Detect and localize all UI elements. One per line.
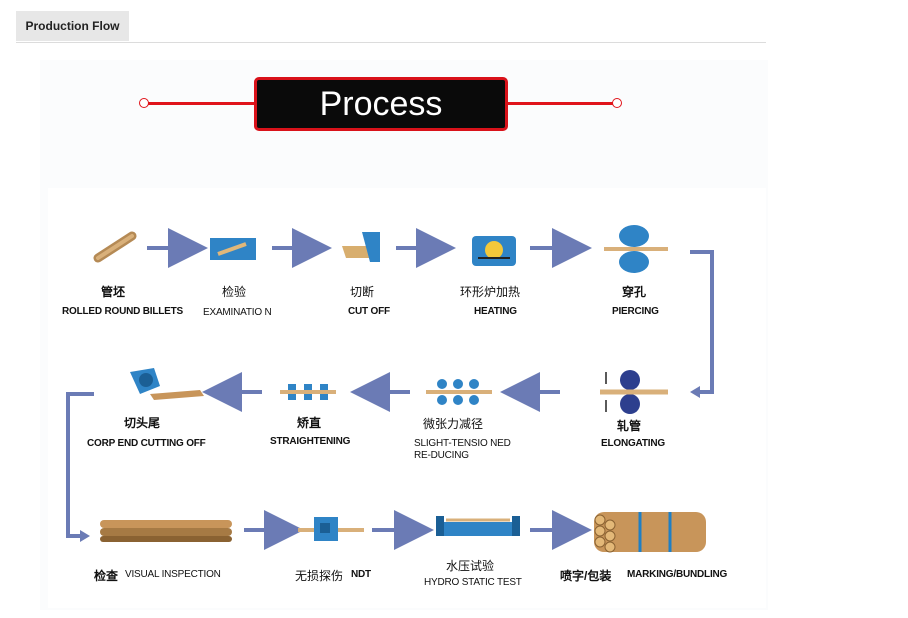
billet-icon bbox=[93, 231, 137, 263]
tab-production-flow[interactable]: Production Flow bbox=[16, 11, 129, 41]
step-10-cn: 检查 bbox=[94, 569, 119, 583]
step-5-cn: 穿孔 bbox=[622, 285, 647, 299]
straightening-icon bbox=[280, 384, 336, 400]
furnace-icon bbox=[472, 236, 516, 266]
step-7-en2: RE-DUCING bbox=[414, 450, 469, 461]
step-6-cn: 轧管 bbox=[617, 419, 642, 433]
end-cutting-icon bbox=[130, 368, 204, 400]
banner-line-left bbox=[147, 102, 255, 105]
step-8-en: STRAIGHTENING bbox=[270, 436, 351, 447]
step-1-en: ROLLED ROUND BILLETS bbox=[62, 306, 183, 317]
ndt-icon bbox=[298, 517, 364, 541]
reducing-icon bbox=[426, 379, 492, 405]
step-9-en: CORP END CUTTING OFF bbox=[87, 438, 206, 449]
step-12-en: HYDRO STATIC TEST bbox=[424, 577, 522, 588]
step-3-cn: 切断 bbox=[350, 285, 375, 299]
connector-right bbox=[690, 250, 714, 398]
step-5-en: PIERCING bbox=[612, 306, 659, 317]
step-11-cn: 无损探伤 bbox=[295, 569, 344, 583]
step-10-en: VISUAL INSPECTION bbox=[125, 569, 221, 580]
connector-left bbox=[66, 392, 94, 542]
step-6-en: ELONGATING bbox=[601, 438, 665, 449]
tab-bar: Production Flow bbox=[16, 0, 766, 43]
step-13-en: MARKING/BUNDLING bbox=[627, 569, 728, 580]
step-2-en: EXAMINATIO N bbox=[203, 307, 272, 318]
step-7-en: SLIGHT-TENSIO NED bbox=[414, 438, 511, 449]
step-4-cn: 环形炉加热 bbox=[460, 285, 521, 299]
process-banner: Process bbox=[254, 77, 508, 131]
elongating-icon bbox=[600, 370, 668, 414]
examination-icon bbox=[210, 238, 256, 260]
bundle-icon bbox=[594, 512, 706, 553]
step-4-en: HEATING bbox=[474, 306, 517, 317]
step-1-cn: 管坯 bbox=[101, 285, 126, 299]
banner-dot-right bbox=[612, 98, 622, 108]
step-7-cn: 微张力减径 bbox=[423, 417, 484, 431]
step-9-cn: 切头尾 bbox=[124, 416, 161, 430]
step-12-cn: 水压试验 bbox=[446, 559, 495, 573]
hydro-test-icon bbox=[436, 516, 520, 536]
step-2-cn: 检验 bbox=[222, 285, 247, 299]
step-3-en: CUT OFF bbox=[348, 306, 390, 317]
cut-off-icon bbox=[342, 232, 380, 262]
piercing-icon bbox=[604, 225, 668, 273]
step-11-en: NDT bbox=[351, 569, 371, 580]
banner-line-right bbox=[507, 102, 615, 105]
banner-dot-left bbox=[139, 98, 149, 108]
step-8-cn: 矫直 bbox=[297, 416, 322, 430]
pipe-stack-icon bbox=[100, 520, 232, 542]
step-13-cn: 喷字/包装 bbox=[560, 569, 612, 583]
